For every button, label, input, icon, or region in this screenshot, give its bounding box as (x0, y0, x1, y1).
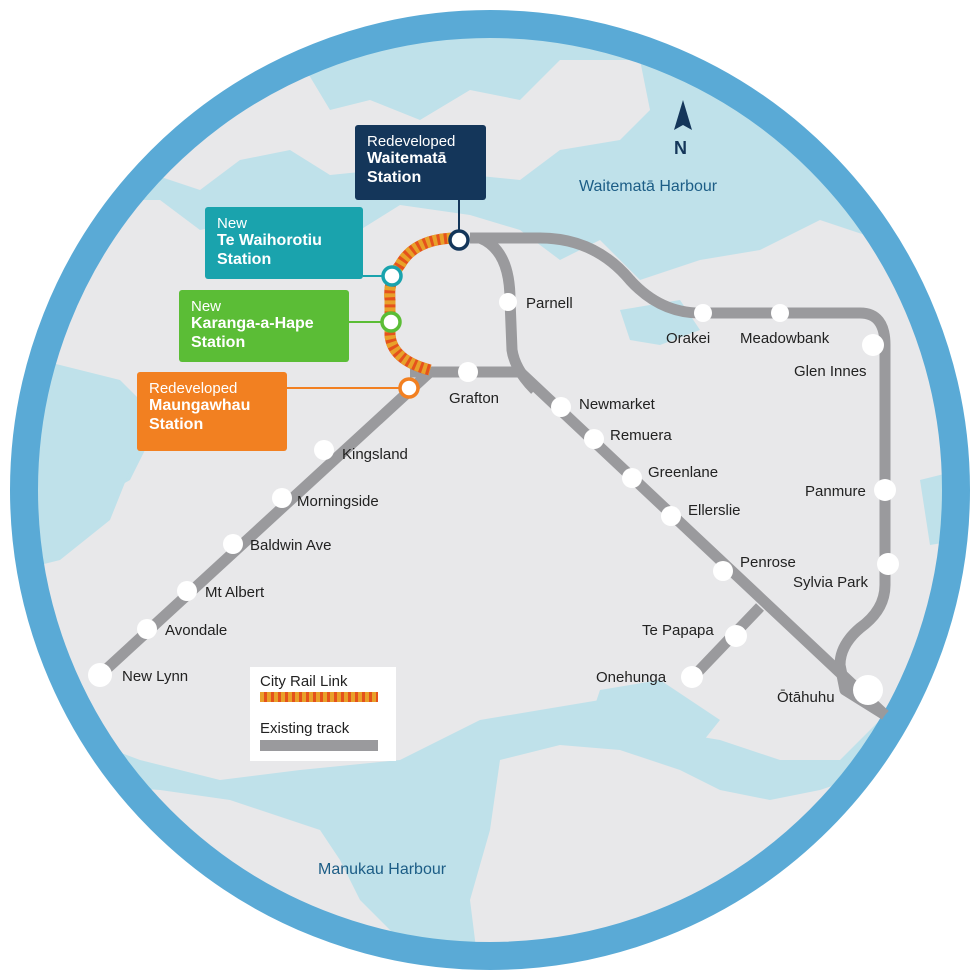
callout-kind: Redeveloped (149, 380, 238, 397)
station-label-glen-innes: Glen Innes (794, 363, 867, 380)
callout-waitemata-station[interactable]: Redeveloped Waitematā Station (355, 125, 486, 200)
callout-te-waihorotiu-station[interactable]: New Te Waihorotiu Station (205, 207, 363, 279)
station-marker-meadowbank[interactable] (771, 304, 789, 322)
station-marker-karanga[interactable] (380, 311, 402, 333)
station-marker-greenlane[interactable] (622, 468, 642, 488)
station-label-newmarket: Newmarket (579, 396, 655, 413)
station-label-orakei: Orakei (666, 330, 711, 347)
station-marker-ellerslie[interactable] (661, 506, 681, 526)
station-label-ellerslie: Ellerslie (688, 502, 741, 519)
callout-kind: New (217, 215, 248, 232)
map-legend: City Rail Link Existing track (250, 667, 396, 761)
station-marker-penrose[interactable] (713, 561, 733, 581)
station-marker-sylvia-park[interactable] (877, 553, 899, 575)
station-label-parnell: Parnell (526, 295, 573, 312)
station-marker-kingsland[interactable] (314, 440, 334, 460)
inlet-west (28, 420, 130, 570)
waitemata-harbour-label: Waitematā Harbour (579, 178, 718, 195)
callout-karanga-station[interactable]: New Karanga-a-Hape Station (179, 290, 349, 362)
callout-name: Maungawhau Station (149, 397, 251, 433)
existing-stations (88, 293, 899, 705)
station-marker-orakei[interactable] (694, 304, 712, 322)
callout-kind: New (191, 298, 222, 315)
legend-crl-label: City Rail Link (260, 673, 348, 690)
station-label-meadowbank: Meadowbank (740, 330, 830, 347)
station-marker-te-waihorotiu[interactable] (381, 265, 403, 287)
station-marker-newmarket[interactable] (551, 397, 571, 417)
station-marker-remuera[interactable] (584, 429, 604, 449)
station-marker-new-lynn[interactable] (88, 663, 112, 687)
track-eastern-line (470, 232, 891, 720)
station-label-greenlane: Greenlane (648, 464, 719, 481)
track-southern-line (410, 366, 889, 720)
station-label-penrose: Penrose (740, 554, 796, 571)
station-label-mt-albert: Mt Albert (205, 584, 265, 601)
station-label-morningside: Morningside (297, 493, 379, 510)
callout-name: Te Waihorotiu Station (217, 232, 322, 268)
legend-existing-swatch (260, 740, 378, 751)
station-marker-otahuhu[interactable] (853, 675, 883, 705)
manukau-harbour-label: Manukau Harbour (318, 861, 447, 878)
callout-name: Waitematā Station (367, 150, 447, 186)
station-marker-morningside[interactable] (272, 488, 292, 508)
station-marker-glen-innes[interactable] (862, 334, 884, 356)
station-label-new-lynn: New Lynn (122, 668, 189, 685)
callout-name: Karanga-a-Hape Station (191, 315, 314, 351)
callout-maungawhau-station[interactable]: Redeveloped Maungawhau Station (137, 372, 287, 451)
station-marker-maungawhau[interactable] (398, 377, 420, 399)
station-marker-parnell[interactable] (499, 293, 517, 311)
station-marker-mt-albert[interactable] (177, 581, 197, 601)
station-label-te-papapa: Te Papapa (642, 622, 714, 639)
legend-crl-swatch (260, 692, 378, 702)
station-label-grafton: Grafton (449, 390, 500, 407)
map-ring (10, 10, 970, 970)
station-marker-baldwin-ave[interactable] (223, 534, 243, 554)
existing-track (96, 232, 891, 720)
station-marker-onehunga[interactable] (681, 666, 703, 688)
station-marker-waitemata[interactable] (448, 229, 470, 251)
legend-existing-label: Existing track (260, 720, 350, 737)
station-marker-avondale[interactable] (137, 619, 157, 639)
station-label-kingsland: Kingsland (342, 446, 408, 463)
station-label-onehunga: Onehunga (596, 669, 667, 686)
station-marker-grafton[interactable] (458, 362, 478, 382)
station-label-otahuhu: Ōtāhuhu (777, 689, 835, 706)
station-label-sylvia-park: Sylvia Park (793, 574, 869, 591)
station-marker-te-papapa[interactable] (725, 625, 747, 647)
station-label-avondale: Avondale (165, 622, 228, 639)
station-label-remuera: Remuera (610, 427, 672, 444)
callout-kind: Redeveloped (367, 133, 456, 150)
station-label-panmure: Panmure (805, 483, 866, 500)
station-marker-panmure[interactable] (874, 479, 896, 501)
north-arrow-icon (674, 100, 692, 130)
inlet-onehunga (590, 680, 720, 745)
north-label: N (674, 138, 687, 158)
station-label-baldwin-ave: Baldwin Ave (250, 537, 332, 554)
